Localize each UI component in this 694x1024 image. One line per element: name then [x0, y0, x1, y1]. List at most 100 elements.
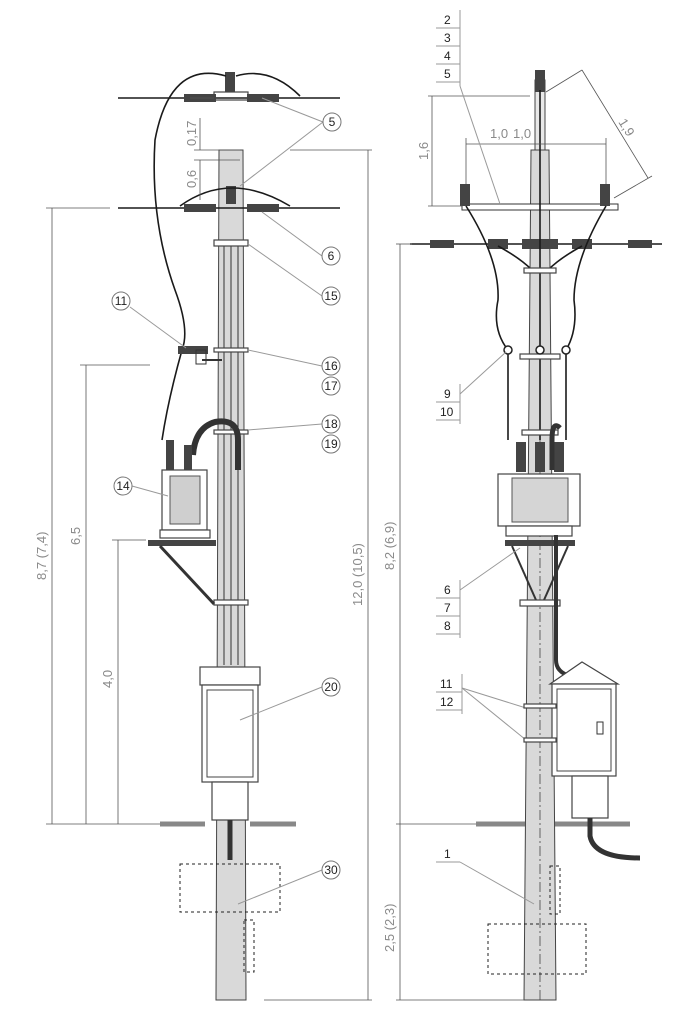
callout-5-left: 5	[322, 112, 342, 132]
right-label-7: 7	[444, 601, 451, 615]
left-lower-insulator-center	[226, 186, 236, 204]
right-label-10: 10	[440, 405, 454, 419]
callout-20: 20	[321, 677, 341, 697]
callout-6-left: 6	[321, 246, 341, 266]
right-conductor-ins-right-end	[628, 240, 652, 248]
left-top-bracket	[213, 91, 249, 101]
right-label-1: 1	[436, 847, 535, 905]
leader-20	[239, 686, 323, 721]
callout-16: 16	[321, 356, 341, 376]
right-foundation	[487, 923, 587, 975]
leader-15	[247, 243, 323, 297]
leader-14	[131, 485, 169, 497]
left-band-3	[213, 429, 249, 435]
right-label-12: 12	[440, 695, 454, 709]
right-dim-10b: 1,0	[513, 126, 531, 141]
right-label-2: 2	[444, 13, 451, 27]
right-label-9: 9	[444, 387, 451, 401]
right-label-6: 6	[444, 583, 451, 597]
svg-text:17: 17	[324, 379, 338, 393]
left-transformer-bushing-2	[184, 445, 192, 470]
left-transformer-core	[169, 475, 201, 525]
right-label-11: 11	[440, 677, 453, 691]
right-conductor-ins-left-end	[430, 240, 454, 248]
right-cable-ground	[587, 818, 641, 861]
right-transformer-bushing-2	[535, 442, 545, 472]
right-dim-25: 2,5 (2,3)	[382, 904, 397, 952]
right-platform	[505, 540, 575, 546]
svg-text:15: 15	[324, 289, 338, 303]
left-foundation	[179, 863, 281, 913]
right-drop-right	[565, 205, 607, 440]
left-dim-017: 0,17	[184, 121, 199, 146]
left-lower-insulator-left	[184, 204, 216, 212]
right-dim-16: 1,6	[416, 142, 431, 160]
right-label-stack-11-12: 11 12	[436, 674, 557, 743]
callout-17: 17	[321, 376, 341, 396]
leader-5-left-2	[239, 121, 324, 187]
left-dim-65: 6,5	[68, 527, 83, 545]
left-top-insulator	[225, 72, 235, 92]
right-dim-19-tick-bottom	[613, 175, 653, 199]
right-dim-19-tick-top	[545, 69, 583, 93]
svg-text:16: 16	[324, 359, 338, 373]
svg-text:6: 6	[328, 249, 335, 263]
leader-16	[247, 349, 323, 367]
svg-text:5: 5	[329, 115, 336, 129]
right-band-3	[521, 429, 559, 436]
left-cable-gooseneck	[190, 418, 241, 470]
callout-11-left: 11	[111, 291, 131, 311]
right-drop-curve-right	[547, 245, 583, 271]
callout-18: 18	[321, 414, 341, 434]
right-dim-19: 1,9	[615, 116, 637, 139]
right-transformer-core	[511, 477, 569, 523]
right-transformer-bushing-3	[554, 442, 564, 472]
svg-text:14: 14	[116, 479, 130, 493]
right-cabinet-handle	[596, 721, 604, 735]
left-dim-120: 12,0 (10,5)	[350, 543, 365, 606]
right-view: 1,6 1,0 1,0 1,9 8,2 (6,9) 2,5 (2,3) 2 3 …	[382, 10, 662, 1001]
right-label-4: 4	[444, 49, 451, 63]
right-dim-19-line	[581, 69, 649, 179]
svg-text:19: 19	[324, 437, 338, 451]
right-band-1	[523, 267, 557, 274]
right-band-4	[519, 599, 561, 607]
right-conductor-ins-3	[572, 239, 592, 249]
left-dim-40: 4,0	[100, 670, 115, 688]
leader-30	[237, 869, 323, 905]
left-dim-06: 0,6	[184, 170, 199, 188]
right-dim-10: 1,0	[490, 126, 508, 141]
svg-text:30: 30	[324, 863, 338, 877]
left-disconnector	[178, 346, 208, 354]
leader-5-left	[261, 97, 324, 123]
left-switchgear-body	[201, 684, 259, 783]
left-switchgear-door	[206, 689, 254, 778]
left-lower-jumper	[179, 187, 291, 207]
right-dim-82: 8,2 (6,9)	[382, 522, 397, 570]
right-label-stack-top: 2 3 4 5	[436, 10, 501, 205]
right-fuse-right	[561, 345, 571, 355]
left-band-4	[213, 599, 249, 606]
right-drop-curve-left	[497, 245, 533, 271]
leader-11-left	[129, 306, 187, 349]
leader-6-left	[261, 211, 323, 257]
callout-15: 15	[321, 286, 341, 306]
left-band-1	[213, 239, 249, 247]
right-transformer-base	[505, 525, 573, 537]
right-anchor	[549, 865, 561, 915]
left-long-jumper	[153, 72, 227, 441]
right-cabinet-base	[571, 775, 609, 819]
right-cable-gooseneck	[549, 423, 562, 470]
right-fuse-center	[535, 345, 545, 355]
leader-18	[247, 423, 323, 431]
svg-text:11: 11	[115, 294, 128, 308]
callout-19: 19	[321, 434, 341, 454]
right-drop-left	[465, 205, 509, 440]
left-platform	[148, 540, 216, 546]
left-platform-brace	[158, 544, 216, 606]
callout-30: 30	[321, 860, 341, 880]
right-transformer-bushing-1	[516, 442, 526, 472]
left-lower-insulator-right	[247, 204, 279, 212]
left-transformer-bushing-1	[166, 440, 174, 470]
